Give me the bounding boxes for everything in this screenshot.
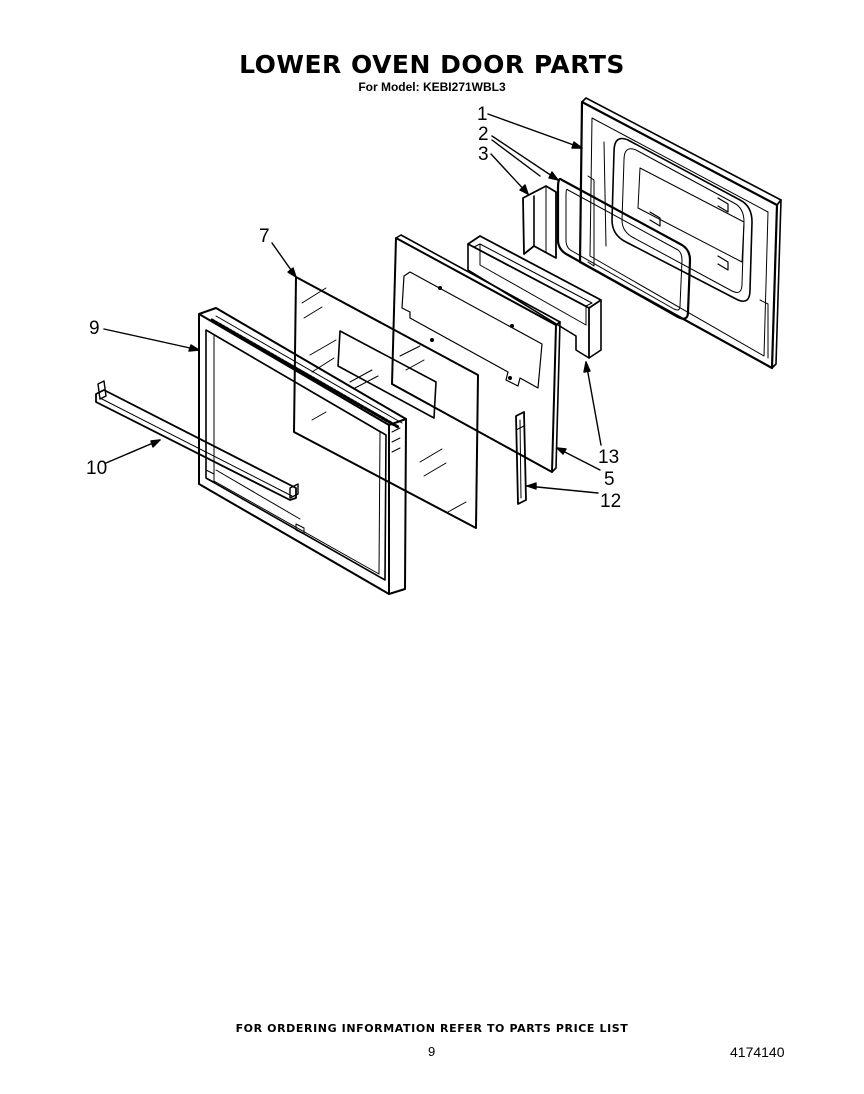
part-window-pack-frame — [391, 234, 561, 473]
callout-10: 10 — [86, 458, 107, 479]
part-glass-panel — [293, 276, 479, 529]
page-title: LOWER OVEN DOOR PARTS — [239, 50, 625, 79]
ordering-note: FOR ORDERING INFORMATION REFER TO PARTS … — [235, 1022, 629, 1035]
part-inner-door-panel — [578, 97, 782, 370]
callout-1: 1 — [477, 104, 488, 125]
page-number: 9 — [428, 1044, 436, 1059]
model-subtitle: For Model: KEBI271WBL3 — [358, 80, 506, 94]
callout-9: 9 — [89, 318, 100, 339]
leader-lines — [103, 113, 602, 494]
part-door-handle — [95, 380, 299, 501]
callout-13: 13 — [598, 447, 619, 468]
callout-7: 7 — [259, 226, 270, 247]
part-hinge-strip — [515, 411, 527, 505]
callout-5: 5 — [604, 469, 615, 490]
callout-12: 12 — [600, 491, 621, 512]
part-outer-door-frame — [198, 307, 407, 595]
callout-2: 2 — [478, 124, 489, 145]
part-insulation-box — [467, 235, 602, 359]
document-number: 4174140 — [730, 1044, 785, 1060]
callout-3: 3 — [478, 144, 489, 165]
part-door-gasket — [556, 177, 692, 320]
part-bracket — [522, 185, 557, 259]
